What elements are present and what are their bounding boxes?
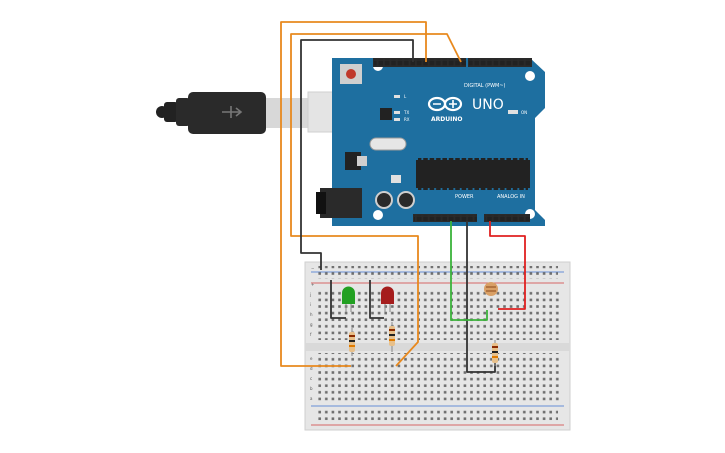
green-wire-5v [450, 221, 488, 321]
orange-wire-pin12 [280, 21, 427, 367]
row-d: d [310, 366, 313, 371]
row-c: c [310, 376, 312, 381]
resistor-3 [492, 340, 498, 366]
breadboard: − + j i h g f e d c b a [304, 261, 571, 431]
digital-label: DIGITAL (PWM~) [464, 83, 506, 89]
uno-label: UNO [472, 97, 504, 113]
row-a: a [310, 396, 313, 401]
led-green [342, 286, 355, 312]
orange-wire-pin9 [290, 33, 462, 367]
row-j: j [309, 292, 311, 297]
wires [280, 21, 526, 373]
black-wire-gnd-led2 [369, 280, 384, 319]
arduino-uno-board: DIGITAL (PWM~) UNO ARDUINO ON TX RX L PO… [316, 58, 545, 226]
red-wire-a0 [489, 221, 526, 310]
analog-label: ANALOG IN [497, 194, 525, 200]
rx-label: RX [404, 117, 410, 122]
resistor-2 [389, 322, 395, 352]
row-e: e [310, 356, 313, 361]
plus-sign: + [311, 282, 314, 287]
tx-label: TX [403, 110, 409, 115]
minus-sign: − [311, 266, 314, 271]
on-label: ON [521, 110, 527, 115]
l-label: L [404, 94, 407, 99]
resistor-1 [349, 328, 355, 356]
arduino-brand: ARDUINO [431, 116, 462, 123]
row-g: g [310, 322, 313, 327]
row-h: h [310, 312, 313, 317]
black-wire-gnd-led1 [330, 280, 346, 319]
black-wire-gnd-top [300, 39, 414, 270]
power-label: POWER [455, 194, 474, 200]
usb-cable [156, 91, 351, 134]
row-b: b [310, 386, 313, 391]
row-i: i [310, 302, 311, 307]
photoresistor [484, 282, 498, 296]
led-red [381, 286, 394, 312]
row-f: f [310, 332, 312, 337]
